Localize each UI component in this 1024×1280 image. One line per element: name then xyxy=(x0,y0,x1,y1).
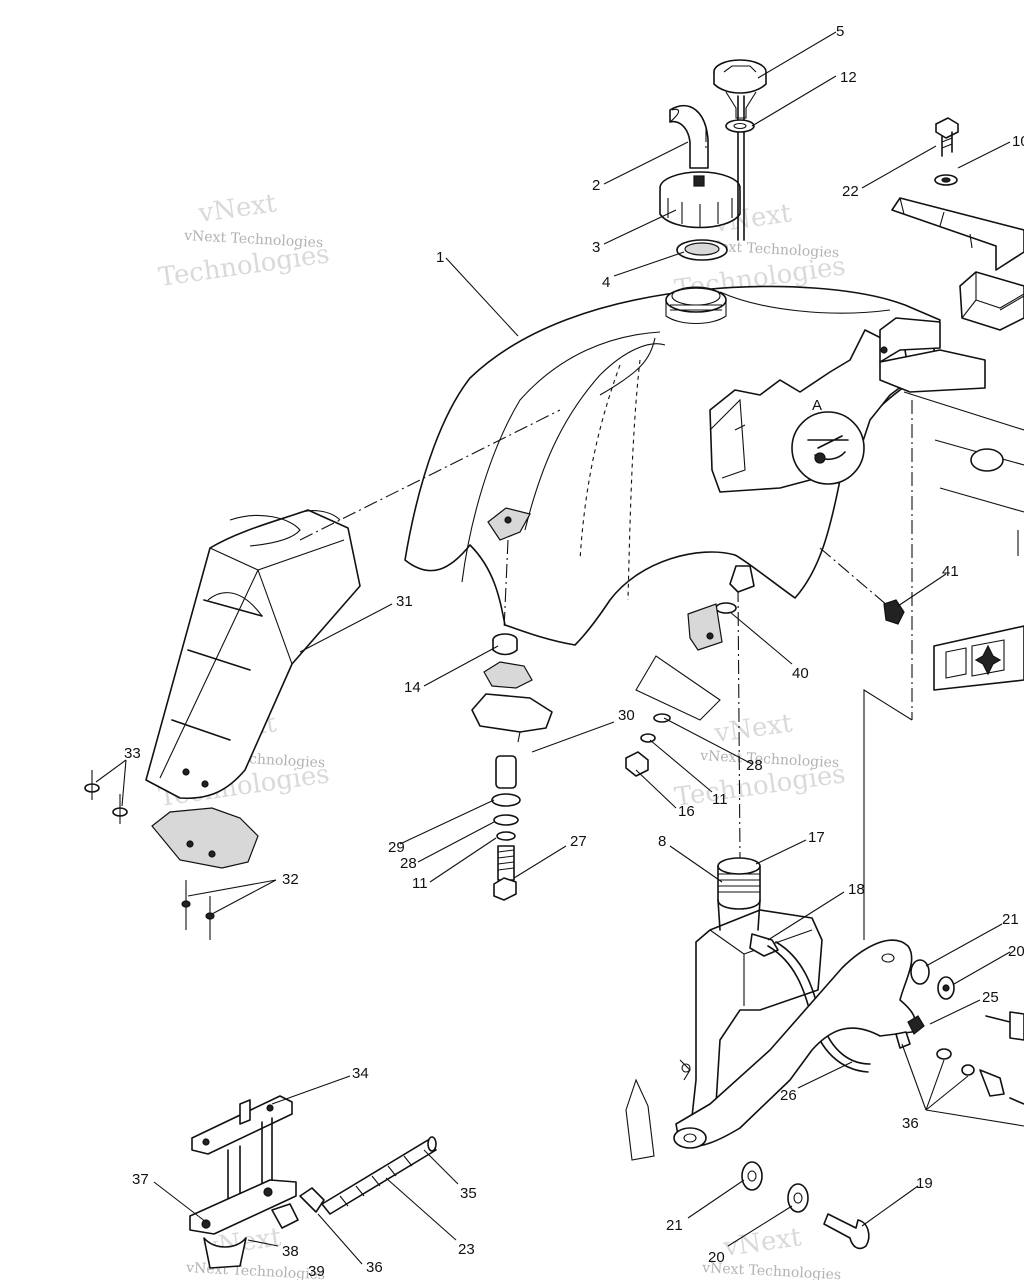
vent-hose xyxy=(669,104,709,169)
callout-8: 8 xyxy=(658,833,666,850)
fuel-line-fitting xyxy=(299,1136,437,1215)
bolt-22 xyxy=(935,117,959,157)
callout-37: 37 xyxy=(132,1171,149,1188)
callout-25: 25 xyxy=(982,989,999,1006)
fuel-valve-parts xyxy=(625,565,905,777)
watermark-caption: vNext Technologies xyxy=(699,748,840,771)
callout-18: 18 xyxy=(848,881,865,898)
watermark-line2: Technologies xyxy=(157,239,332,293)
callout-19: 19 xyxy=(916,1175,933,1192)
rubber-block xyxy=(959,271,1024,331)
callout-11a: 11 xyxy=(412,875,428,892)
callout-2: 2 xyxy=(592,177,600,194)
callout-21b: 21 xyxy=(666,1217,683,1234)
front-fasteners xyxy=(84,770,215,940)
callout-14: 14 xyxy=(404,679,421,696)
leader-lines xyxy=(95,31,1024,1265)
watermark-caption: vNext Technologies xyxy=(701,1260,842,1280)
gauge-grommet xyxy=(725,119,755,133)
washer-10 xyxy=(934,174,958,186)
watermark-caption: vNext Technologies xyxy=(183,228,324,251)
oil-tank-bracket xyxy=(625,939,916,1161)
watermark-caption: vNext Technologies xyxy=(699,238,840,261)
callout-20a: 20 xyxy=(1008,943,1024,960)
callout-36a: 36 xyxy=(902,1115,919,1132)
callout-28a: 28 xyxy=(400,855,417,872)
watermark-brand: vNext xyxy=(196,188,279,229)
callout-22: 22 xyxy=(842,183,859,200)
callout-20b: 20 xyxy=(708,1249,725,1266)
rear-bracket xyxy=(891,197,1024,271)
callout-35: 35 xyxy=(460,1185,477,1202)
callout-3: 3 xyxy=(592,239,600,256)
callout-21a: 21 xyxy=(1002,911,1019,928)
callout-23: 23 xyxy=(458,1241,475,1258)
callout-11b: 11 xyxy=(712,791,728,808)
callout-4: 4 xyxy=(602,274,610,291)
watermark-brand: vNext xyxy=(712,708,795,749)
callout-12: 12 xyxy=(840,69,857,86)
detail-label: A xyxy=(812,397,822,414)
frame-rail xyxy=(863,317,1024,940)
fuel-gauge-cap xyxy=(713,59,767,241)
callout-5: 5 xyxy=(836,23,844,40)
center-mount-stack xyxy=(471,633,553,901)
callout-41: 41 xyxy=(942,563,959,580)
callout-1: 1 xyxy=(436,249,444,266)
callout-17: 17 xyxy=(808,829,825,846)
front-pad xyxy=(151,807,259,869)
front-support-bracket xyxy=(145,509,361,800)
callout-30: 30 xyxy=(618,707,635,724)
callout-16: 16 xyxy=(678,803,695,820)
callout-33: 33 xyxy=(124,745,141,762)
watermark-top-left: vNext vNext Technologies Technologies xyxy=(157,188,332,293)
lower-hardware xyxy=(741,1161,870,1250)
callout-27: 27 xyxy=(570,833,587,850)
callout-31: 31 xyxy=(396,593,413,610)
callout-40: 40 xyxy=(792,665,809,682)
valve-bracket-34 xyxy=(189,1095,299,1269)
callout-34: 34 xyxy=(352,1065,369,1082)
fuel-cap xyxy=(659,171,741,229)
cap-gasket xyxy=(676,239,728,261)
callout-26: 26 xyxy=(780,1087,797,1104)
callout-28b: 28 xyxy=(746,757,763,774)
detail-view-a: A xyxy=(791,397,865,485)
tank-mount-hardware xyxy=(895,959,1024,1105)
watermark-caption: vNext Technologies xyxy=(185,1260,326,1280)
callout-32: 32 xyxy=(282,871,299,888)
callout-29: 29 xyxy=(388,839,405,856)
callout-10: 10 xyxy=(1012,133,1024,150)
fuel-tank xyxy=(404,285,941,646)
callout-numbers: 5 12 2 3 4 1 10 22 31 33 32 14 30 29 28 … xyxy=(124,23,1024,1280)
assembly-centerlines xyxy=(299,128,889,861)
callout-38: 38 xyxy=(282,1243,299,1260)
callout-39: 39 xyxy=(308,1263,325,1280)
decal-panel xyxy=(933,625,1024,691)
callout-36b: 36 xyxy=(366,1259,383,1276)
